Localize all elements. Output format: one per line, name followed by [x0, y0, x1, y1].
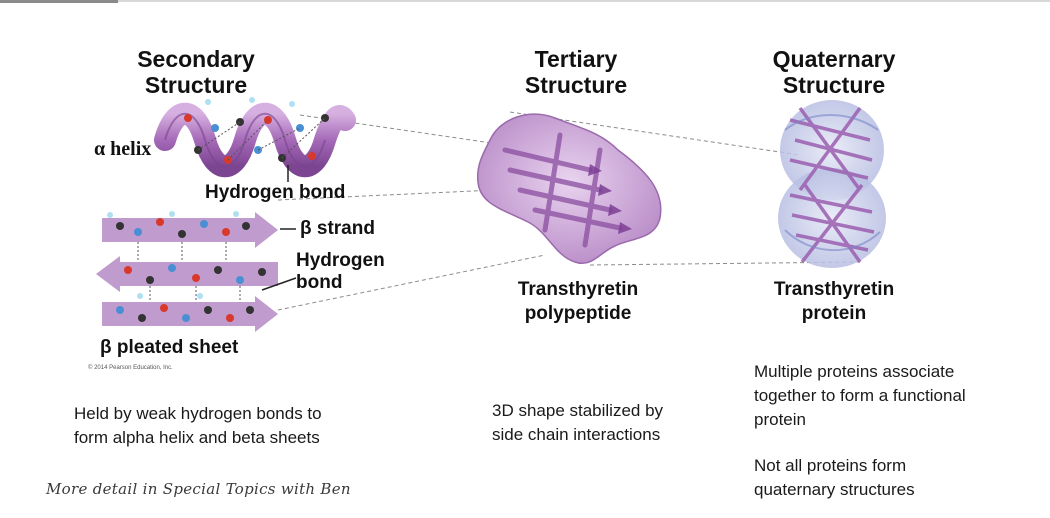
note-secondary-structure: Held by weak hydrogen bonds to form alph… — [74, 404, 322, 447]
note-tertiary-structure: 3D shape stabilized by side chain intera… — [492, 401, 664, 444]
heading-tertiary-structure: Tertiary Structure — [524, 46, 628, 98]
beta-strand-arrows — [96, 212, 278, 332]
label-beta-pleated-sheet: β pleated sheet — [100, 337, 239, 358]
copyright-text: © 2014 Pearson Education, Inc. — [88, 365, 173, 371]
sheet-atoms — [107, 211, 266, 322]
label-alpha-helix: α helix — [94, 138, 152, 160]
connector-strand-to-tertiary — [277, 189, 496, 201]
top-divider — [0, 0, 1050, 2]
label-hydrogen-bond-sheet: Hydrogen bond — [296, 250, 385, 293]
connector-sheet-to-tertiary — [277, 254, 546, 311]
label-hydrogen-bond-helix: Hydrogen bond — [205, 182, 346, 203]
caption-transthyretin-polypeptide: Transthyretin polypeptide — [517, 279, 639, 324]
sheet-hydrogen-bond-pointer — [261, 277, 297, 291]
heading-quaternary-structure: Quaternary Structure — [772, 46, 896, 98]
quaternary-structure-shape — [778, 100, 886, 268]
heading-secondary-structure: Secondary Structure — [137, 46, 255, 98]
caption-transthyretin-protein: Transthyretin protein — [773, 279, 895, 324]
note-quaternary-not-all: Not all proteins form quaternary structu… — [754, 456, 915, 499]
sheet-hydrogen-bonds — [137, 242, 241, 302]
label-beta-strand: β strand — [300, 218, 375, 239]
note-quaternary-association: Multiple proteins associate together to … — [754, 362, 966, 429]
helix-hydrogen-bonds — [197, 117, 326, 161]
tertiary-structure-shape — [476, 113, 662, 265]
beta-sheet — [96, 211, 297, 332]
alpha-helix-ribbon — [154, 97, 356, 182]
special-topics-note: More detail in Special Topics with Ben — [46, 480, 351, 498]
top-tab-indicator — [0, 0, 118, 3]
